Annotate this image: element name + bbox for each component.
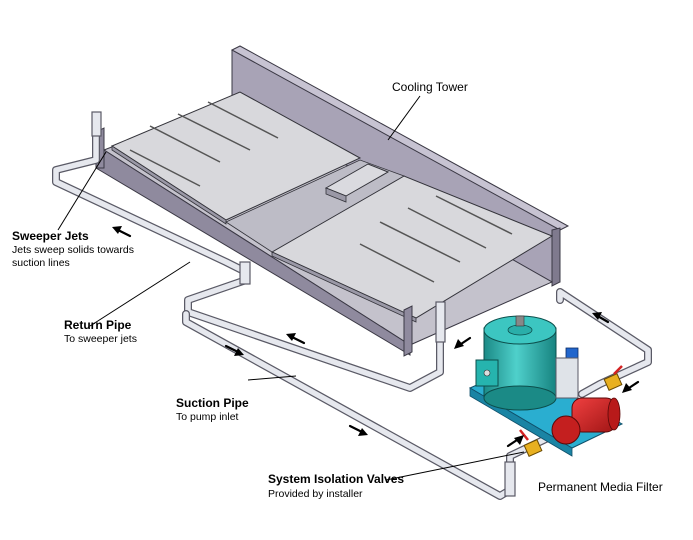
leader-isolation-valves (385, 451, 525, 481)
leader-suction-pipe (247, 375, 297, 381)
label-isolation-valves-title: System Isolation Valves (268, 472, 405, 486)
flow-arrow-pump-inlet (506, 435, 524, 448)
label-sweeper-jets-title: Sweeper Jets (12, 229, 89, 243)
leader-lines (57, 95, 525, 481)
flow-arrow-return-mid (286, 333, 306, 345)
basin-front-end-wall (403, 305, 413, 357)
flow-arrow-suction-upper (224, 344, 244, 356)
cooling-tower-basin (95, 45, 570, 357)
flow-arrow-filter-loop-right (622, 380, 640, 393)
leader-sweeper-jets (57, 151, 107, 231)
sweeper-jet-lines-left (129, 101, 279, 187)
leader-return-pipe (89, 261, 191, 327)
right-deck-edge (271, 251, 417, 323)
label-isolation-valves-sub: Provided by installer (268, 488, 363, 500)
flow-arrow-return-end (454, 336, 472, 349)
left-riser (91, 111, 516, 497)
sweeper-jet-lines-right (359, 195, 513, 283)
flow-arrows (112, 226, 640, 448)
left-deck-edge (111, 145, 227, 225)
label-suction-pipe-title: Suction Pipe (176, 396, 249, 410)
label-return-pipe-sub: To sweeper jets (64, 333, 137, 345)
label-sweeper-jets-sub2: suction lines (12, 257, 70, 269)
flow-arrow-filter-loop-top (592, 312, 610, 324)
basin-back-wall-top (230, 45, 570, 231)
filter-return-loop (556, 288, 652, 398)
label-media-filter: Permanent Media Filter (538, 480, 663, 494)
flow-arrow-return-upper (112, 226, 132, 238)
flow-arrow-suction-lower (348, 424, 368, 436)
label-suction-pipe-sub: To pump inlet (176, 411, 239, 423)
basin-right-wall (551, 227, 561, 287)
pump-volute (551, 415, 581, 445)
isolation-valve-return (603, 365, 623, 391)
return-pipe-lower (184, 276, 444, 392)
label-cooling-tower: Cooling Tower (392, 80, 468, 94)
label-return-pipe-title: Return Pipe (64, 318, 132, 332)
label-sweeper-jets-sub1: Jets sweep solids towards (12, 244, 134, 256)
leader-cooling-tower (387, 95, 421, 141)
filter-skid (468, 315, 624, 457)
